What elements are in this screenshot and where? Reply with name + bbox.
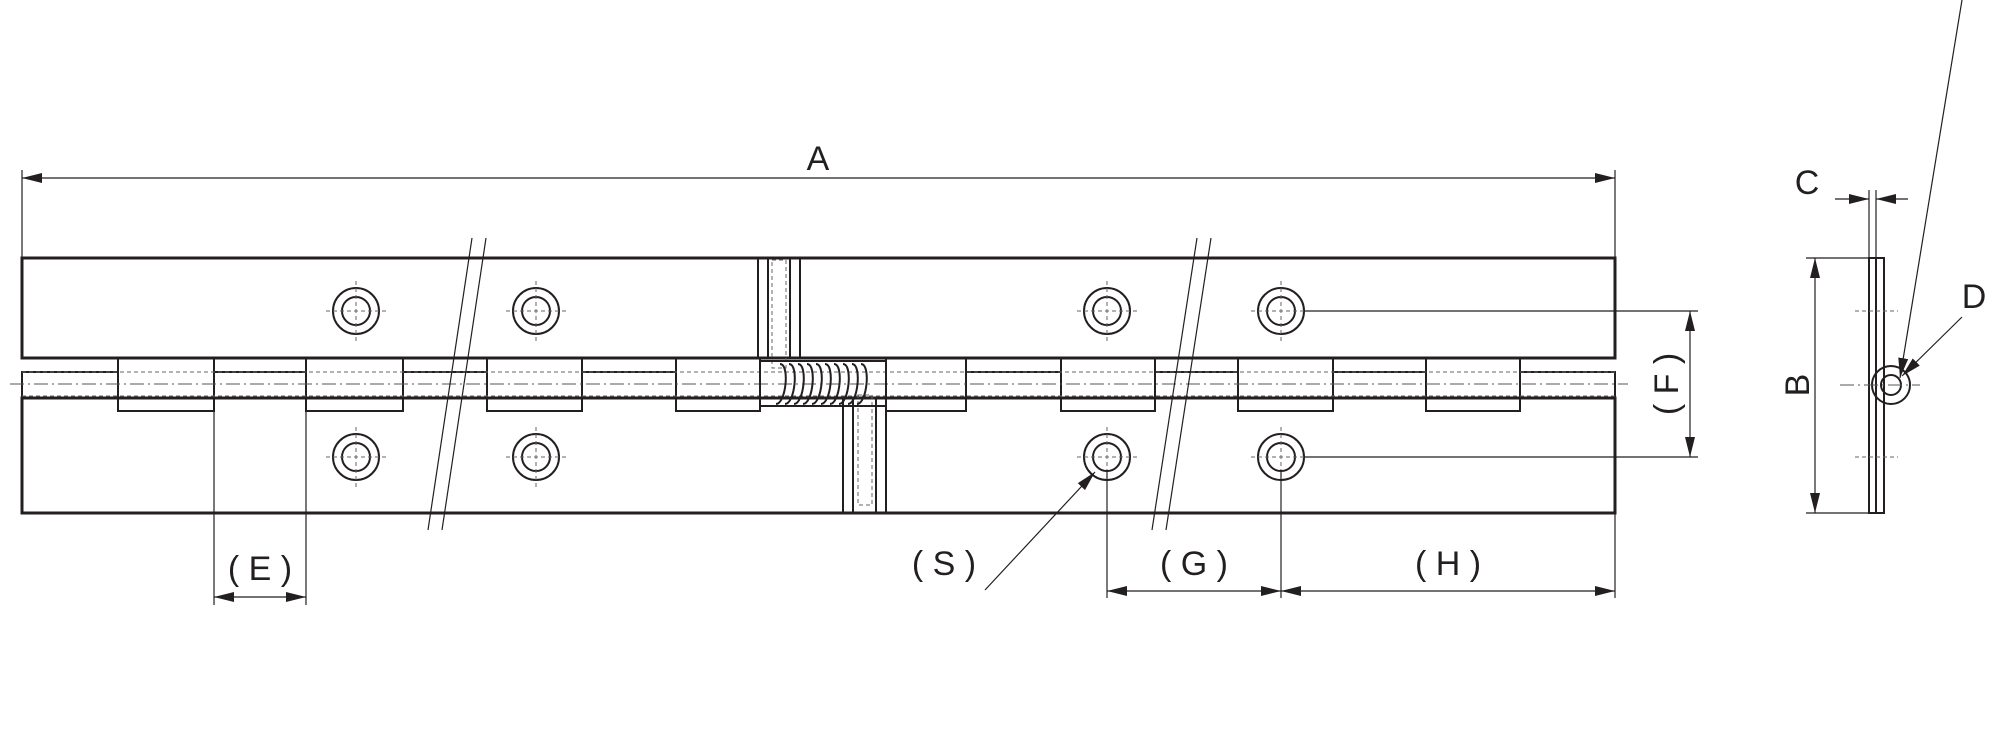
mounting-hole [1077,281,1137,341]
dimension-C: C [1795,164,1908,258]
label-E: ( E ) [228,550,292,588]
dimension-B: B [1779,257,1869,514]
label-D: D [1962,278,1987,316]
lower-leaf [20,396,1617,515]
mounting-hole [326,427,386,487]
knuckle [1519,371,1616,399]
side-view [1840,257,1920,514]
knuckle [213,371,307,399]
knuckle [581,371,677,399]
label-G: ( G ) [1160,545,1228,583]
break-lines [427,237,1212,531]
dimension-H: ( H ) [1281,513,1616,598]
label-F: ( F ) [1648,353,1686,415]
knuckle [1332,371,1427,399]
knuckle [402,371,488,399]
mounting-hole [506,281,566,341]
label-H: ( H ) [1415,545,1481,583]
mounting-hole [506,427,566,487]
upper-leaf [20,256,1617,360]
label-A: A [807,140,830,178]
dimension-E: ( E ) [213,410,307,605]
label-B: B [1779,374,1817,397]
callout-D: D [1898,0,1987,379]
dimension-A: A [21,140,1616,258]
mounting-hole [326,281,386,341]
callout-S: ( S ) [912,471,1096,591]
dimension-F: ( F ) [1305,310,1698,458]
dimension-G: ( G ) [1106,470,1282,598]
spring-assembly [757,257,887,514]
knuckle [1154,371,1239,399]
spring-coil [759,360,887,407]
mounting-holes [326,281,1311,487]
front-view [10,237,1628,531]
label-S: ( S ) [912,545,976,583]
knuckle [965,371,1062,399]
label-C: C [1795,164,1820,202]
knuckle [21,371,119,399]
mounting-hole [1251,281,1311,341]
